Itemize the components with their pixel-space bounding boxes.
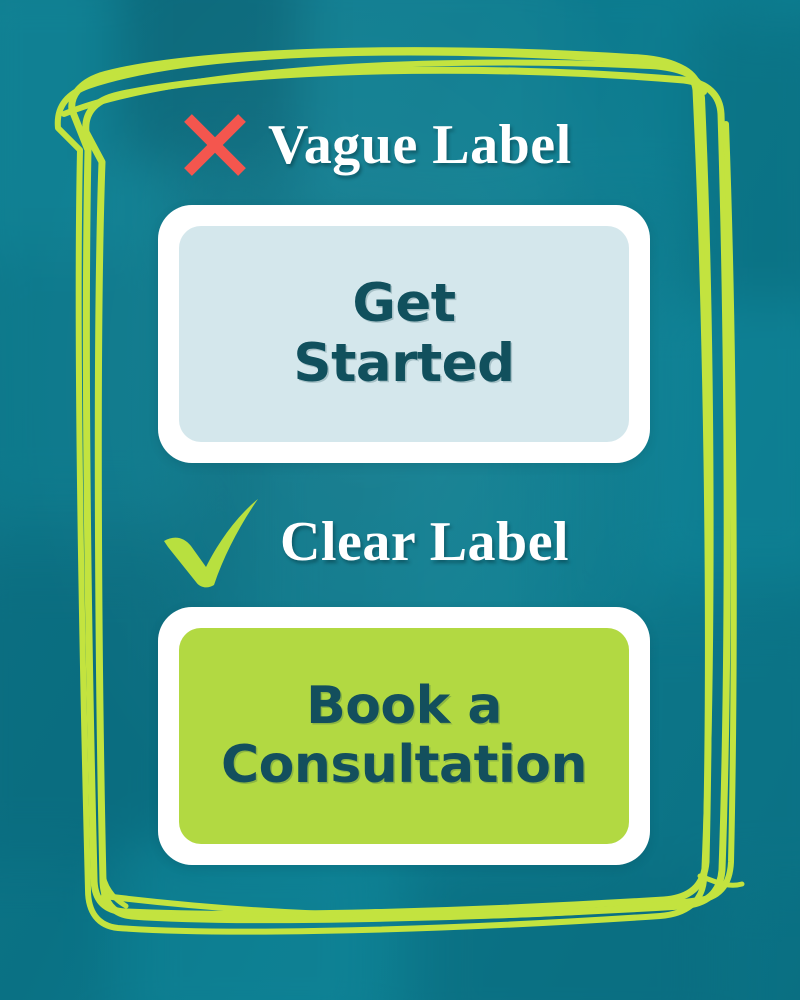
- clear-label-text: Clear Label: [280, 511, 570, 573]
- vague-label-text: Vague Label: [268, 114, 572, 176]
- check-mark-icon: [164, 499, 258, 588]
- vague-label-row: Vague Label: [180, 110, 572, 180]
- clear-cta-line-1: Book a: [306, 676, 502, 737]
- vague-cta-line-1: Get: [352, 273, 456, 335]
- vague-cta-line-2: Started: [293, 333, 515, 394]
- clear-cta-label: Book a Consultation: [211, 677, 597, 795]
- clear-cta-button[interactable]: Book a Consultation: [179, 628, 629, 844]
- clear-cta-line-2: Consultation: [220, 735, 588, 795]
- vague-cta-button[interactable]: Get Started: [179, 226, 629, 442]
- vague-cta-card[interactable]: Get Started: [158, 205, 650, 463]
- clear-label-row: Clear Label: [162, 495, 569, 589]
- x-mark-icon: [184, 114, 246, 176]
- clear-cta-card[interactable]: Book a Consultation: [158, 607, 650, 865]
- vague-cta-label: Get Started: [283, 274, 524, 394]
